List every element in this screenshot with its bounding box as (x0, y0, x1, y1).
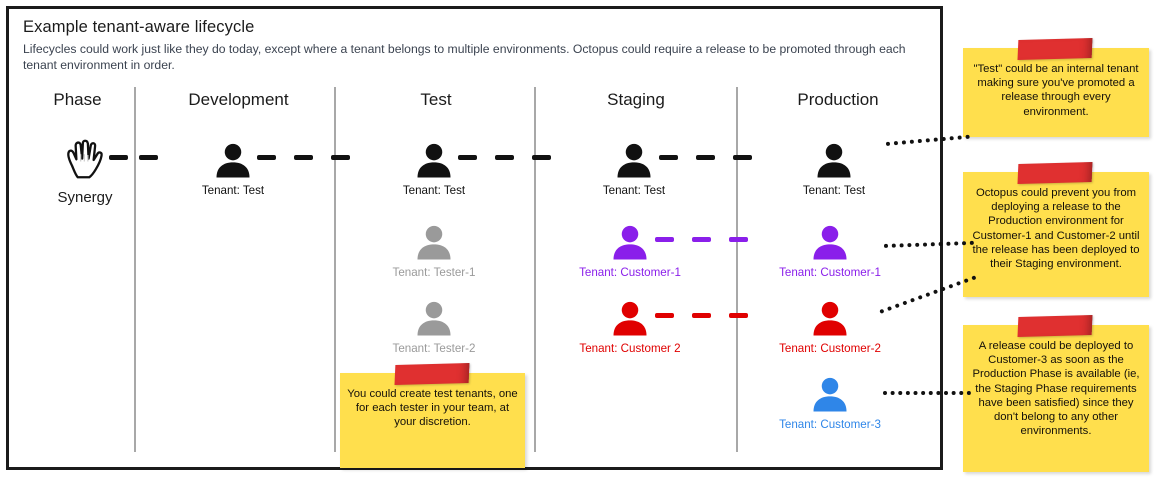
phase-header-staging: Staging (607, 90, 665, 109)
tenant-staging-customer2: Tenant: Customer 2 (578, 297, 682, 355)
flow-dash (294, 155, 313, 160)
tenant-label: Tenant: Test (602, 184, 666, 197)
phase-header-development: Development (188, 90, 289, 109)
person-icon (417, 143, 451, 178)
tenant-prod-customer2: Tenant: Customer-2 (778, 297, 882, 355)
flow-dash (139, 155, 158, 160)
sticky-note-text: "Test" could be an internal tenant makin… (973, 63, 1139, 118)
tape-icon (394, 363, 469, 385)
person-icon (613, 225, 647, 260)
flow-dash (331, 155, 350, 160)
tenant-test-tester1: Tenant: Tester-1 (382, 221, 486, 279)
sticky-note-3: A release could be deployed to Customer-… (963, 315, 1149, 472)
tenant-label: Tenant: Test (402, 184, 466, 197)
synergy-label: Synergy (57, 189, 113, 206)
tape-icon (1017, 38, 1093, 60)
person-icon (813, 377, 847, 412)
flow-dash (659, 155, 678, 160)
page-subtitle: Lifecycles could work just like they do … (23, 42, 906, 72)
sticky-note-test: You could create test tenants, one for e… (340, 363, 525, 468)
flow-dash (692, 237, 711, 242)
flow-dash (532, 155, 551, 160)
tenant-label: Tenant: Tester-2 (392, 342, 476, 355)
divider-2 (334, 87, 336, 452)
flow-dash (257, 155, 276, 160)
divider-3 (534, 87, 536, 452)
lifecycle-frame: Example tenant-aware lifecycle Lifecycle… (6, 6, 943, 470)
page-title: Example tenant-aware lifecycle (23, 18, 255, 36)
tenant-test-tester2: Tenant: Tester-2 (382, 297, 486, 355)
tenant-prod-test: Tenant: Test (782, 139, 886, 197)
tenant-label: Tenant: Test (201, 184, 265, 197)
person-icon (613, 301, 647, 336)
sticky-note-text: Octopus could prevent you from deploying… (972, 187, 1140, 271)
person-icon (813, 225, 847, 260)
callout-line-4 (883, 391, 971, 395)
sticky-note-text: You could create test tenants, one for e… (347, 388, 518, 429)
tenant-label: Tenant: Test (802, 184, 866, 197)
tape-icon (1017, 162, 1093, 184)
person-icon (617, 143, 651, 178)
tenant-label: Tenant: Customer-1 (579, 266, 681, 279)
flow-dash (655, 313, 674, 318)
person-icon (216, 143, 250, 178)
tenant-label: Tenant: Customer-2 (779, 342, 881, 355)
flow-dash (692, 313, 711, 318)
flow-dash (655, 237, 674, 242)
tape-icon (1017, 315, 1093, 337)
flow-dash (729, 237, 748, 242)
divider-1 (134, 87, 136, 452)
tenant-label: Tenant: Tester-1 (392, 266, 476, 279)
flow-dash (458, 155, 477, 160)
sticky-note-text: A release could be deployed to Customer-… (972, 340, 1140, 438)
tenant-test-test: Tenant: Test (382, 139, 486, 197)
tenant-label: Tenant: Customer-1 (779, 266, 881, 279)
flow-dash (729, 313, 748, 318)
tenant-dev-test: Tenant: Test (181, 139, 285, 197)
flow-dash (696, 155, 715, 160)
sticky-note-2: Octopus could prevent you from deploying… (963, 162, 1149, 297)
tenant-label: Tenant: Customer 2 (579, 342, 681, 355)
flow-dash (733, 155, 752, 160)
phase-header-phase: Phase (53, 90, 102, 109)
tenant-staging-customer1: Tenant: Customer-1 (578, 221, 682, 279)
tenant-prod-customer1: Tenant: Customer-1 (778, 221, 882, 279)
tenant-staging-test: Tenant: Test (582, 139, 686, 197)
hand-icon (67, 139, 103, 179)
phase-header-test: Test (420, 90, 452, 109)
person-icon (813, 301, 847, 336)
person-icon (417, 225, 451, 260)
tenant-prod-customer3: Tenant: Customer-3 (778, 373, 882, 431)
person-icon (817, 143, 851, 178)
flow-dash (495, 155, 514, 160)
sticky-note-1: "Test" could be an internal tenant makin… (963, 38, 1149, 137)
divider-4 (736, 87, 738, 452)
synergy-group: Synergy (33, 137, 137, 206)
flow-dash (109, 155, 128, 160)
phase-header-production: Production (797, 90, 879, 109)
person-icon (417, 301, 451, 336)
tenant-label: Tenant: Customer-3 (779, 418, 881, 431)
